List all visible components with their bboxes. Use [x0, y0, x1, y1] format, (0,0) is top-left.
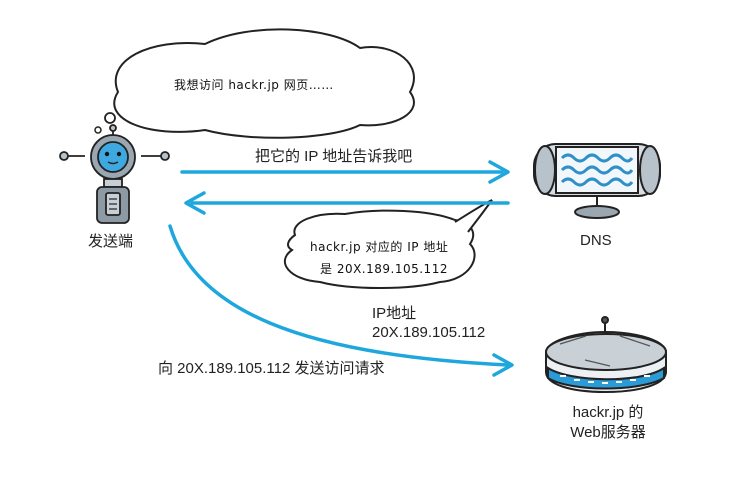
client-thought-text: 我想访问 hackr.jp 网页…… [174, 78, 334, 92]
robot-client-icon [59, 124, 170, 224]
dns-server-icon [533, 143, 661, 219]
client-thought-bubble [94, 28, 415, 139]
arrow-request-ip [180, 160, 510, 184]
client-label: 发送端 [88, 233, 134, 250]
dns-reply-text-line1: hackr.jp 对应的 IP 地址 [310, 240, 449, 254]
dns-reply-bubble [284, 199, 493, 289]
arrow-access-request [168, 224, 514, 377]
server-label-line2: Web服务器 [570, 424, 646, 441]
arrow-ip-response [184, 191, 510, 215]
request-ip-label: 把它的 IP 地址告诉我吧 [255, 148, 413, 165]
access-request-label: 向 20X.189.105.112 发送访问请求 [158, 360, 385, 377]
ip-result-label-line2: 20X.189.105.112 [372, 324, 486, 341]
web-server-icon [545, 316, 667, 394]
dns-reply-text-line2: 是 20X.189.105.112 [320, 262, 448, 276]
dns-label: DNS [580, 232, 612, 249]
ip-result-label-line1: IP地址 [372, 305, 417, 322]
server-label-line1: hackr.jp 的 [572, 404, 644, 421]
